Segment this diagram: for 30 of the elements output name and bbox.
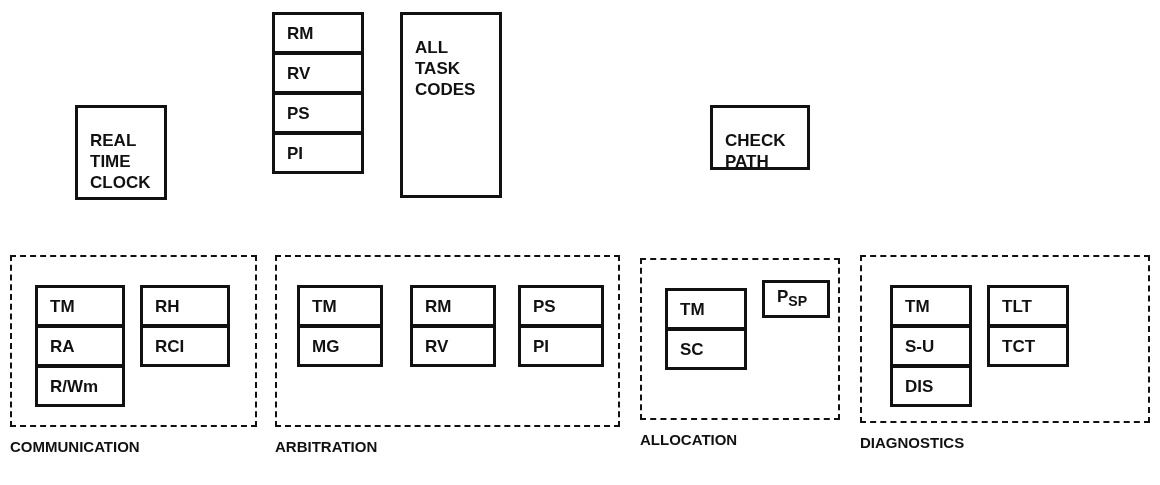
module-box: P$_{SP}$ — [762, 280, 830, 318]
module-box: RM — [410, 285, 496, 327]
group-label: ALLOCATION — [640, 431, 738, 448]
module-box: PS — [518, 285, 604, 327]
module-box: REAL TIME CLOCK — [75, 105, 167, 200]
module-box: DIS — [890, 365, 972, 407]
module-box: TM — [890, 285, 972, 327]
module-box: ALL TASK CODES — [400, 12, 502, 198]
module-box: RV — [272, 52, 364, 94]
module-box: SC — [665, 328, 747, 370]
module-box: RH — [140, 285, 230, 327]
group-label: COMMUNICATION — [10, 438, 140, 455]
module-box: RA — [35, 325, 125, 367]
module-box: CHECK PATH — [710, 105, 810, 170]
group-label: DIAGNOSTICS — [860, 434, 965, 451]
module-box: R/Wm — [35, 365, 125, 407]
module-box: PS — [272, 92, 364, 134]
module-box: PI — [518, 325, 604, 367]
module-box: TM — [297, 285, 383, 327]
module-box: RM — [272, 12, 364, 54]
module-box: S-U — [890, 325, 972, 367]
module-box: TM — [35, 285, 125, 327]
module-box: RV — [410, 325, 496, 367]
module-box: PI — [272, 132, 364, 174]
module-box: TCT — [987, 325, 1069, 367]
module-box: TLT — [987, 285, 1069, 327]
module-box: TM — [665, 288, 747, 330]
group-label: ARBITRATION — [275, 438, 378, 455]
module-box: RCI — [140, 325, 230, 367]
module-box: MG — [297, 325, 383, 367]
